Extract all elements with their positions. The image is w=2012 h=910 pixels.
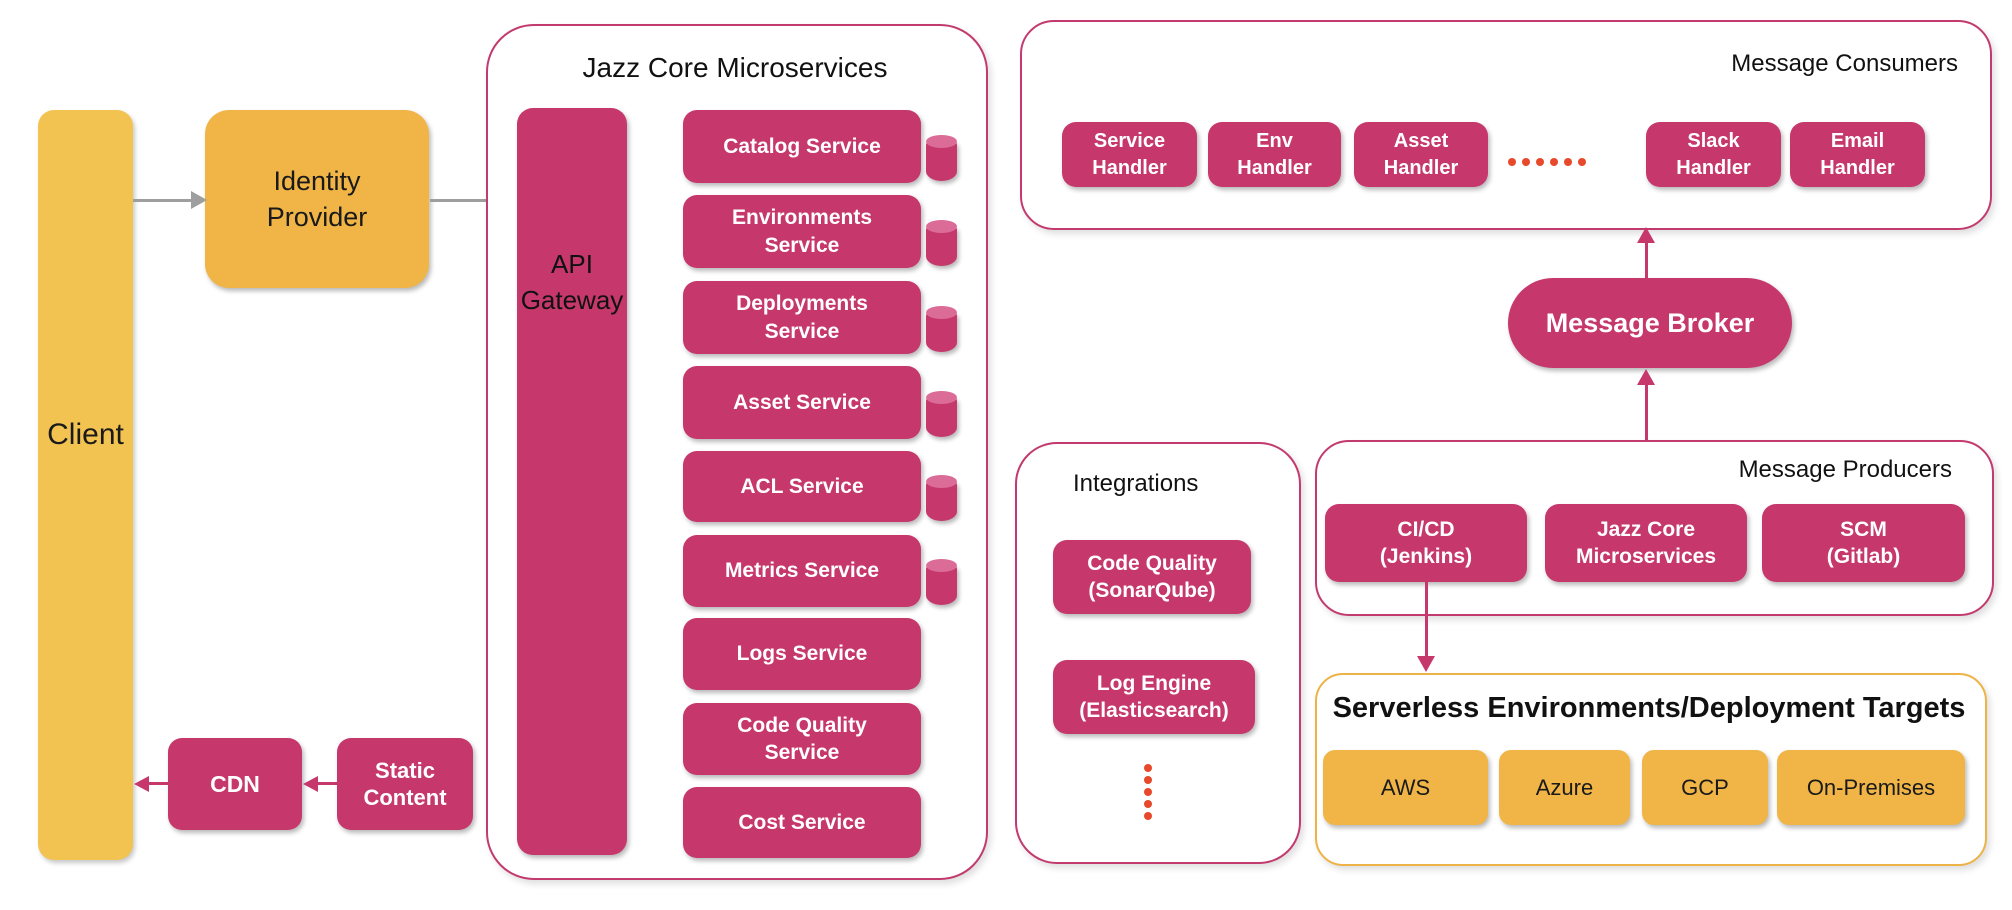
service-label: Cost Service (738, 810, 866, 834)
integrations-container (1015, 442, 1301, 864)
ellipsis-dots-horizontal (1508, 158, 1586, 166)
producer-label: SCM (Gitlab) (1826, 517, 1901, 568)
message-broker-label: Message Broker (1545, 307, 1755, 338)
handler-box-email: Email Handler (1790, 122, 1925, 187)
service-label: Asset Service (733, 390, 871, 414)
database-icon (926, 306, 957, 352)
static-content-label: Static Content (363, 757, 447, 811)
target-label: GCP (1681, 774, 1729, 800)
producer-label: Jazz Core Microservices (1575, 517, 1717, 568)
service-box-code-quality: Code Quality Service (683, 703, 921, 775)
producer-box-scm: SCM (Gitlab) (1762, 504, 1965, 582)
target-box-on-premises: On-Premises (1777, 750, 1965, 825)
service-box-asset: Asset Service (683, 366, 921, 439)
cdn-label: CDN (210, 770, 260, 797)
handler-label: Service Handler (1092, 129, 1167, 179)
service-box-cost: Cost Service (683, 787, 921, 858)
ellipsis-dots-vertical (1144, 764, 1152, 820)
client-bar: Client (38, 110, 133, 860)
producer-label: CI/CD (Jenkins) (1379, 517, 1473, 568)
handler-label: Email Handler (1820, 129, 1895, 179)
target-box-gcp: GCP (1642, 750, 1768, 825)
producer-box-jazz-core: Jazz Core Microservices (1545, 504, 1747, 582)
client-label: Client (47, 418, 124, 451)
service-label: ACL Service (740, 474, 864, 498)
database-icon (926, 135, 957, 181)
service-box-logs: Logs Service (683, 618, 921, 690)
service-label: Code Quality Service (737, 713, 867, 764)
target-label: On-Premises (1806, 774, 1936, 800)
producer-box-cicd: CI/CD (Jenkins) (1325, 504, 1527, 582)
cdn-box: CDN (168, 738, 302, 830)
integrations-title: Integrations (1073, 470, 1199, 497)
api-gateway-bar: API Gateway (517, 108, 627, 855)
service-box-catalog: Catalog Service (683, 110, 921, 183)
service-box-deployments: Deployments Service (683, 281, 921, 354)
integration-box-code-quality: Code Quality (SonarQube) (1053, 540, 1251, 614)
service-box-metrics: Metrics Service (683, 535, 921, 607)
service-label: Deployments Service (736, 292, 868, 343)
identity-provider-box: Identity Provider (205, 110, 429, 288)
handler-label: Asset Handler (1383, 129, 1459, 179)
static-content-box: Static Content (337, 738, 473, 830)
target-box-aws: AWS (1323, 750, 1488, 825)
target-label: AWS (1380, 774, 1431, 800)
service-box-acl: ACL Service (683, 451, 921, 522)
service-box-environments: Environments Service (683, 195, 921, 268)
integration-box-log-engine: Log Engine (Elasticsearch) (1053, 660, 1255, 734)
api-gateway-label: API Gateway (520, 249, 624, 316)
identity-provider-label: Identity Provider (266, 165, 368, 232)
service-label: Catalog Service (723, 134, 881, 158)
target-label: Azure (1535, 774, 1594, 800)
service-label: Logs Service (736, 642, 868, 665)
serverless-title: Serverless Environments/Deployment Targe… (1332, 692, 1966, 724)
handler-box-slack: Slack Handler (1646, 122, 1781, 187)
handler-label: Env Handler (1237, 129, 1312, 179)
handler-box-service: Service Handler (1062, 122, 1197, 187)
handler-label: Slack Handler (1676, 129, 1751, 179)
message-broker-pill: Message Broker (1508, 278, 1792, 368)
integration-label: Code Quality (SonarQube) (1087, 551, 1217, 602)
message-consumers-title: Message Consumers (1731, 50, 1958, 77)
service-label: Metrics Service (724, 559, 880, 582)
handler-box-asset: Asset Handler (1354, 122, 1488, 187)
database-icon (926, 220, 957, 266)
integration-label: Log Engine (Elasticsearch) (1079, 671, 1229, 722)
handler-box-env: Env Handler (1208, 122, 1341, 187)
database-icon (926, 475, 957, 521)
message-producers-title: Message Producers (1738, 456, 1952, 483)
target-box-azure: Azure (1499, 750, 1630, 825)
jazz-core-title: Jazz Core Microservices (582, 52, 888, 83)
database-icon (926, 391, 957, 437)
service-label: Environments Service (731, 206, 873, 257)
database-icon (926, 559, 957, 605)
